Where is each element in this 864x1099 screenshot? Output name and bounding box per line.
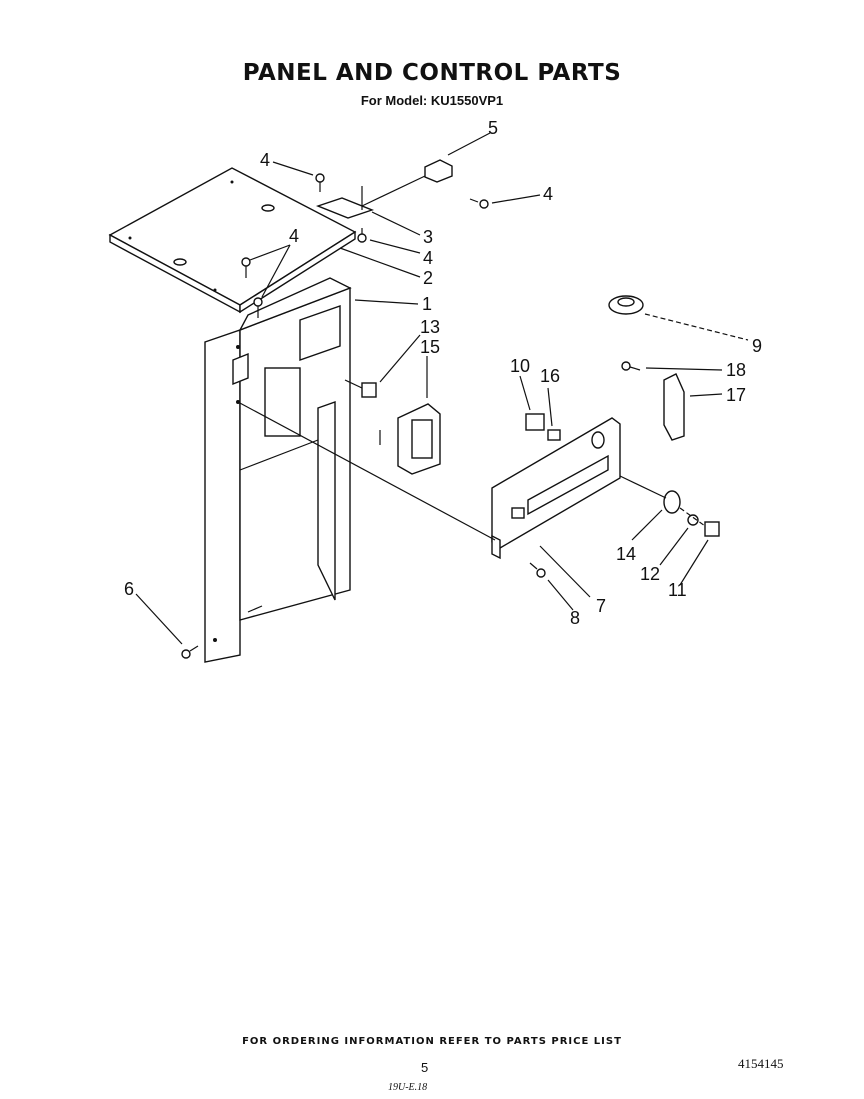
callout-7: 7: [596, 596, 606, 616]
callout-10: 10: [510, 356, 530, 376]
callout-2: 2: [423, 268, 433, 288]
callout-1: 1: [422, 294, 432, 314]
callout-18: 18: [726, 360, 746, 380]
switch: [361, 382, 377, 398]
callout-numbers: 4 5 4 3 4 4 2 1 13 15 10 16 9 18 17 14 1…: [124, 118, 762, 628]
callout-13: 13: [420, 317, 440, 337]
callout-9: 9: [752, 336, 762, 356]
model-subtitle: For Model: KU1550VP1: [360, 93, 504, 108]
callout-17: 17: [726, 385, 746, 405]
top-cover-plate: [108, 167, 357, 314]
page-number: 5: [421, 1060, 429, 1075]
callout-11: 11: [668, 580, 687, 600]
control-panel: [491, 417, 621, 560]
callout-12: 12: [640, 564, 660, 584]
callout-4: 4: [423, 248, 433, 268]
explosion-lines: [237, 175, 706, 541]
terminal-block: [397, 403, 441, 475]
callout-16: 16: [540, 366, 560, 386]
control-knob-small: [525, 413, 561, 441]
leader-lines: [135, 132, 749, 645]
ordering-note: FOR ORDERING INFORMATION REFER TO PARTS …: [242, 1036, 622, 1047]
handwritten-note: 19U-E.18: [388, 1082, 428, 1093]
callout-4: 4: [260, 150, 270, 170]
exploded-parts-diagram: 4 5 4 3 4 4 2 1 13 15 10 16 9 18 17 14 1…: [108, 118, 762, 663]
round-knob: [608, 295, 644, 315]
bracket: [315, 186, 375, 219]
callout-3: 3: [423, 227, 433, 247]
callout-4: 4: [289, 226, 299, 246]
page-title: PANEL AND CONTROL PARTS: [242, 60, 622, 86]
callout-5: 5: [488, 118, 498, 138]
callout-8: 8: [570, 608, 580, 628]
callout-4: 4: [543, 184, 553, 204]
switch-bracket: [663, 373, 685, 441]
callout-15: 15: [420, 337, 440, 357]
callout-6: 6: [124, 579, 134, 599]
callout-14: 14: [616, 544, 636, 564]
bezel-washer-knob: [663, 490, 720, 537]
screws: [181, 173, 641, 659]
document-number: 4154145: [738, 1056, 784, 1071]
side-frame-panel: [204, 277, 352, 663]
clip: [424, 159, 453, 183]
